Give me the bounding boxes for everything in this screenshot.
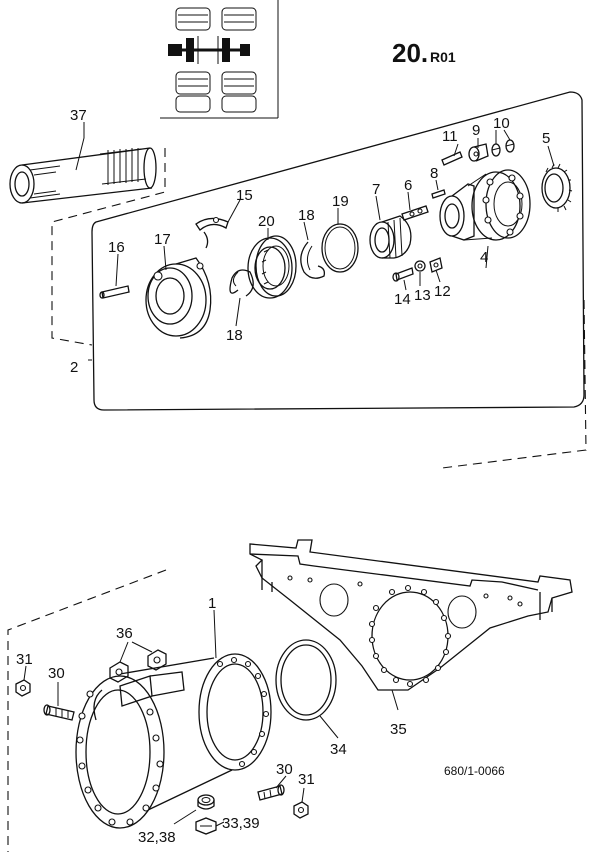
page-title: 20. R01 bbox=[392, 38, 456, 68]
shaft-dashed-boundary bbox=[51, 148, 166, 346]
label-34: 34 bbox=[330, 741, 347, 758]
inset-wheels bbox=[175, 7, 257, 113]
part-4-planet-carrier bbox=[439, 169, 531, 241]
part-33-39-nut bbox=[195, 817, 217, 835]
label-9: 9 bbox=[472, 122, 480, 139]
part-17-bearing-housing bbox=[145, 257, 212, 339]
inset-axle bbox=[168, 36, 250, 64]
label-18-lower: 18 bbox=[226, 327, 243, 344]
label-4: 4 bbox=[480, 249, 488, 266]
part-15-shim bbox=[195, 216, 229, 249]
label-16: 16 bbox=[108, 239, 125, 256]
part-14-bolt bbox=[392, 267, 414, 282]
housing-dashed-boundary bbox=[7, 569, 167, 852]
part-6-pins bbox=[401, 205, 429, 221]
drawing-reference: 680/1-0066 bbox=[444, 764, 505, 778]
label-17: 17 bbox=[154, 231, 171, 248]
label-37: 37 bbox=[70, 107, 87, 124]
label-35: 35 bbox=[390, 721, 407, 738]
housing-group bbox=[7, 539, 573, 852]
label-32-38: 32,38 bbox=[138, 829, 176, 846]
part-13-washer bbox=[414, 260, 426, 272]
part-35-bracket bbox=[249, 539, 573, 691]
label-20: 20 bbox=[258, 213, 275, 230]
part-37-splined-shaft bbox=[9, 147, 157, 204]
label-33-39: 33,39 bbox=[222, 815, 260, 832]
part-11-long-pin bbox=[441, 151, 463, 166]
part-34-o-ring bbox=[275, 639, 337, 721]
label-15: 15 bbox=[236, 187, 253, 204]
label-36: 36 bbox=[116, 625, 133, 642]
part-18-circlip-b bbox=[300, 241, 326, 279]
part-5-gear-ring bbox=[541, 163, 573, 212]
label-6: 6 bbox=[404, 177, 412, 194]
label-31-lower: 31 bbox=[298, 771, 315, 788]
label-30-upper: 30 bbox=[48, 665, 65, 682]
part-19-snap-ring bbox=[321, 223, 359, 273]
part-32-38-plug bbox=[197, 794, 215, 810]
part-31-nut-a bbox=[15, 679, 31, 697]
part-16-pin bbox=[99, 285, 130, 299]
part-30-bolt-b bbox=[257, 784, 285, 801]
label-11: 11 bbox=[442, 128, 458, 145]
inset-vehicle-thumbnail bbox=[160, 0, 279, 119]
label-13: 13 bbox=[414, 287, 431, 304]
part-8-small-pin bbox=[431, 189, 446, 199]
assembly-frame bbox=[91, 91, 585, 411]
part-18-circlip-a bbox=[229, 269, 254, 297]
title-main: 20. bbox=[392, 38, 428, 68]
label-8: 8 bbox=[430, 165, 438, 182]
label-31-upper: 31 bbox=[16, 651, 33, 668]
title-sub: R01 bbox=[430, 49, 456, 65]
label-1: 1 bbox=[208, 595, 216, 612]
callout-labels: 37 11 9 10 5 15 16 17 20 18 19 7 6 8 4 1… bbox=[16, 107, 550, 846]
label-12: 12 bbox=[434, 283, 451, 300]
label-10: 10 bbox=[493, 115, 510, 132]
label-14: 14 bbox=[394, 291, 411, 308]
label-5: 5 bbox=[542, 130, 550, 147]
leader-lines-upper bbox=[75, 122, 555, 327]
part-31-nut-b bbox=[293, 801, 309, 819]
final-drive-group bbox=[9, 91, 587, 469]
label-18-upper: 18 bbox=[298, 207, 315, 224]
part-9-bushing bbox=[468, 143, 489, 162]
part-7-sleeve bbox=[369, 215, 412, 259]
part-30-bolt-a bbox=[43, 704, 75, 721]
label-7: 7 bbox=[372, 181, 380, 198]
part-1-axle-housing bbox=[75, 653, 272, 829]
leader-lines-lower bbox=[23, 609, 399, 827]
part-20-bearing bbox=[247, 235, 297, 299]
label-30-lower: 30 bbox=[276, 761, 293, 778]
part-12-lock-plate bbox=[429, 257, 443, 273]
label-19: 19 bbox=[332, 193, 349, 210]
part-36-nuts bbox=[109, 649, 167, 683]
label-2: 2 bbox=[70, 359, 78, 376]
part-10-pins bbox=[491, 139, 515, 157]
